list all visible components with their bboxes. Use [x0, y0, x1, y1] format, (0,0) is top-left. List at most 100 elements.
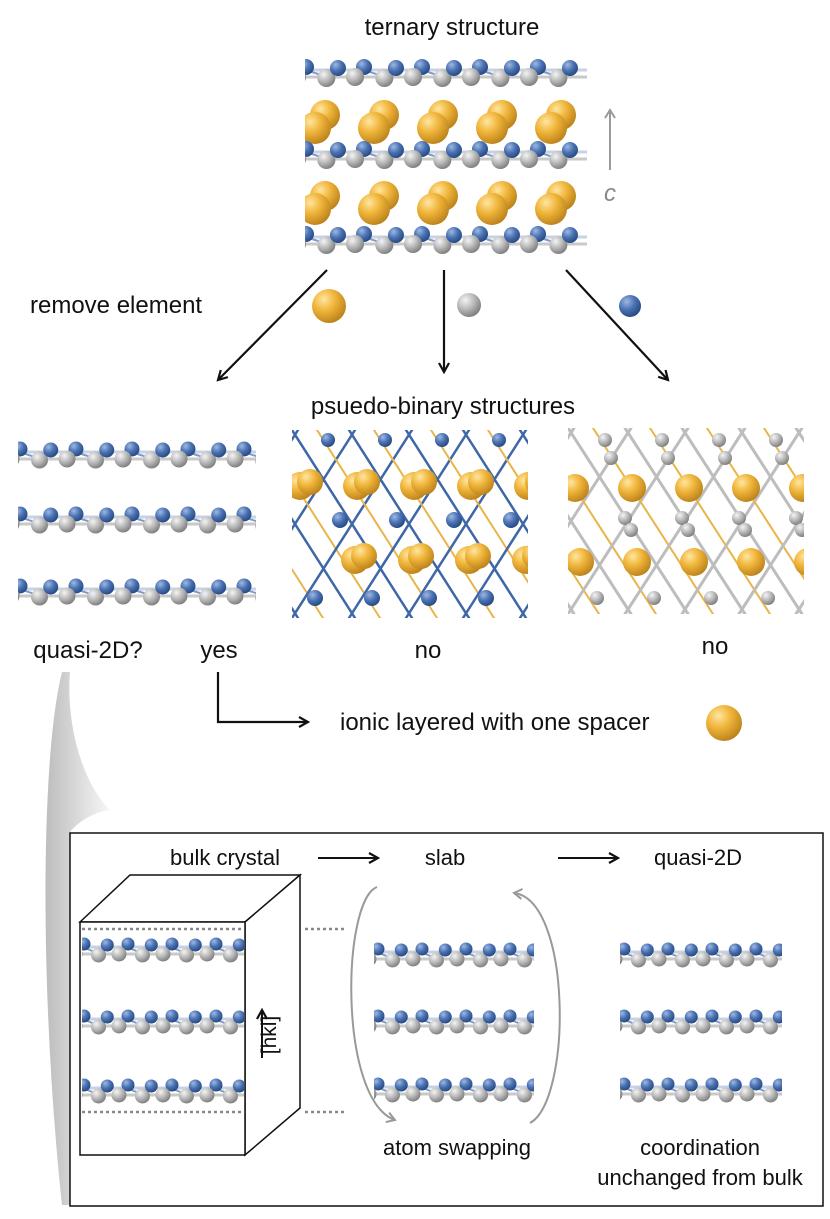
blue-atom: [99, 507, 115, 523]
silver-atom: [31, 588, 49, 606]
gold-silver-network-image: [568, 428, 804, 614]
gold-atom: [732, 474, 760, 502]
gold-atom: [535, 112, 567, 144]
silver-atom: [199, 946, 215, 962]
blue-atom: [749, 942, 763, 956]
blue-atom: [211, 507, 227, 523]
blue-atom: [321, 433, 335, 447]
silver-atom: [199, 1087, 215, 1103]
silver-atom: [761, 591, 775, 605]
silver-atom: [493, 951, 509, 967]
blue-atom: [728, 1010, 742, 1024]
silver-atom: [462, 68, 480, 86]
silver-atom: [90, 1088, 106, 1104]
silver-atom: [111, 1018, 127, 1034]
blue-atom: [374, 1009, 385, 1023]
silver-atom: [762, 1087, 778, 1103]
blue-atom: [561, 227, 578, 243]
blue-atom: [503, 1009, 517, 1023]
zoom-cone: [45, 672, 110, 1205]
silver-atom: [374, 1020, 377, 1032]
blue-atom: [307, 590, 323, 606]
silver-atom: [428, 1019, 444, 1035]
silver-atom: [520, 150, 538, 168]
silver-atom: [449, 1086, 465, 1102]
silver-atom: [82, 1092, 83, 1098]
silver-atom: [82, 951, 83, 957]
blue-atom: [482, 1010, 496, 1024]
bond: [292, 478, 381, 618]
blue-atom: [772, 943, 782, 957]
silver-atom: [769, 433, 783, 447]
blue-atom: [188, 1079, 202, 1093]
atom-swapping-label: atom swapping: [383, 1135, 531, 1160]
silver-atom: [718, 451, 732, 465]
blue-atom: [438, 943, 452, 957]
gold-atom: [568, 548, 594, 576]
yes-label: yes: [200, 637, 238, 664]
silver-atom: [375, 69, 394, 87]
gold-atom: [476, 112, 508, 144]
silver-atom: [170, 515, 188, 533]
silver-atom: [604, 451, 618, 465]
blue-atom: [772, 1078, 782, 1092]
blue-atom: [305, 226, 314, 242]
bond: [292, 567, 324, 618]
silver-atom: [305, 154, 306, 164]
blue-atom: [394, 943, 408, 957]
slab-image: [374, 942, 534, 1103]
blue-atom: [561, 142, 578, 158]
spacer-atom-icon: [706, 705, 742, 741]
silver-atom: [620, 1020, 623, 1032]
blue-atom: [155, 442, 171, 458]
silver-atom: [661, 451, 675, 465]
gold-atom: [417, 193, 449, 225]
silver-atom: [681, 523, 695, 537]
blue-atom: [267, 580, 282, 595]
silver-atom: [449, 951, 465, 967]
blue-atom: [100, 938, 114, 952]
silver-atom: [155, 1018, 171, 1034]
blue-atom: [661, 1077, 675, 1091]
silver-atom: [143, 451, 161, 469]
silver-atom: [433, 151, 452, 169]
blue-atom: [526, 1010, 534, 1024]
blue-atom: [459, 1009, 473, 1023]
blue-atom: [684, 1078, 698, 1092]
blue-atom: [267, 508, 282, 523]
silver-atom: [305, 239, 306, 249]
blue-atom: [526, 1078, 534, 1092]
silver-atom: [374, 1088, 377, 1100]
gold-atom: [794, 548, 804, 576]
blue-atom: [705, 942, 719, 956]
silver-atom: [718, 952, 734, 968]
blue-atom: [329, 227, 346, 243]
gold-atom: [305, 193, 331, 225]
silver-atom: [170, 450, 188, 468]
gold-atom: [468, 469, 494, 495]
silver-atom: [199, 588, 217, 606]
silver-atom: [18, 591, 20, 601]
silver-atom: [491, 69, 510, 87]
silver-atom: [598, 433, 612, 447]
blue-atom: [211, 442, 227, 458]
silver-atom: [111, 946, 127, 962]
silver-atom: [472, 952, 488, 968]
bulk-crystal-layers: [82, 937, 244, 1104]
silver-atom: [384, 952, 400, 968]
gold-atom: [522, 545, 528, 567]
arrow-remove-gold: [218, 269, 328, 380]
no-label-right: no: [701, 633, 729, 660]
silver-atom: [795, 523, 804, 537]
bulk-crystal-label: bulk crystal: [169, 845, 281, 870]
silver-atom: [178, 1088, 194, 1104]
bond: [430, 430, 528, 584]
blue-atom: [18, 578, 28, 594]
yes-arrow: [216, 672, 308, 722]
gold-atom: [358, 193, 390, 225]
silver-atom: [375, 151, 394, 169]
bond: [461, 513, 528, 618]
blue-atom: [121, 937, 135, 951]
blue-atom: [99, 442, 115, 458]
blue-atom: [526, 943, 534, 957]
